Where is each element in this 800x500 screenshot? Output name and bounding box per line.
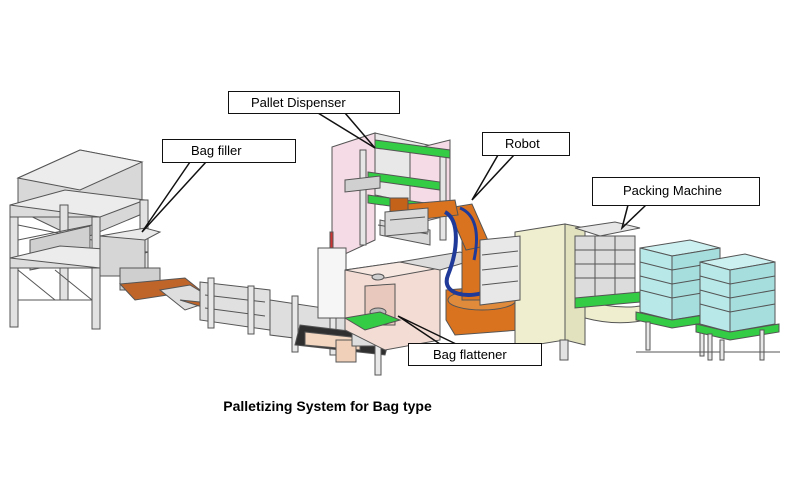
bag-filler-callout: Bag filler	[162, 139, 296, 163]
packing-machine-callout: Packing Machine	[592, 177, 760, 206]
bag-flattener-machine	[317, 231, 482, 351]
robot-pointer	[471, 154, 515, 201]
pallet-dispenser-callout: Pallet Dispenser	[228, 91, 400, 114]
diagram-caption: Palletizing System for Bag type	[223, 398, 432, 414]
bag-filler-machine	[9, 149, 162, 330]
pallet-rack-legs	[636, 339, 780, 361]
bag-flattener-callout: Bag flattener	[408, 343, 542, 366]
bag-filler-pointer	[141, 161, 207, 233]
pallet-dispenser-machine	[331, 132, 451, 261]
bag-flattener-pointer	[397, 315, 457, 345]
packing-machine-pointer	[620, 204, 647, 231]
robot-callout: Robot	[482, 132, 570, 156]
pallet-dispenser-pointer	[317, 112, 376, 149]
wrapped-pallet-2	[695, 253, 780, 361]
conveyor-line	[118, 277, 393, 376]
